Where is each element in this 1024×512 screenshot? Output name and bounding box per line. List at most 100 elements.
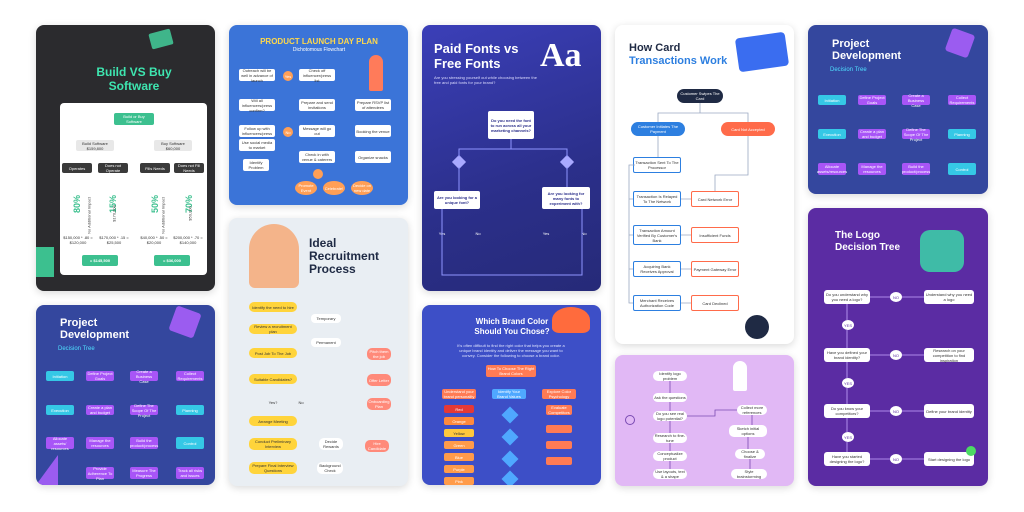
question-node: Do you know your competitors? [824, 404, 870, 418]
flow-node: Use layouts, text & a shape [653, 469, 687, 479]
no-label: No [581, 231, 587, 236]
total-badge: = $36,000 [154, 255, 190, 266]
template-card-paid-vs-free-fonts[interactable]: Paid Fonts vs Free Fonts Aa Are you stre… [422, 25, 601, 291]
flow-node: Organize snacks [355, 151, 391, 163]
step-node: Transaction Is Relayed To The Network [633, 191, 681, 207]
flow-node: Execution [818, 129, 846, 139]
flow-node: Define Project Goals [86, 371, 114, 381]
card-title: Should You Chose? [474, 327, 550, 336]
template-card-card-transactions[interactable]: How Card Transactions Work Customer Swip… [615, 25, 794, 344]
connector-lines [669, 381, 753, 469]
flow-node: Initiation [818, 95, 846, 105]
flow-node: Post Job To The Job [249, 348, 297, 358]
template-card-logo-decision-tree[interactable]: The Logo Decision Tree Do you understand… [808, 208, 988, 486]
step-node: Payment Gateway Error [691, 261, 739, 277]
step-node: Insufficient Funds [691, 227, 739, 243]
flow-node: Control [176, 437, 204, 449]
flow-node: Ask the questions [653, 393, 687, 402]
flow-node: Check in with venue & caterers [299, 151, 335, 163]
decision-diamond [501, 406, 519, 424]
root-node: Customer Swipes The Card [677, 89, 723, 103]
flow-node: Booking the venue [355, 125, 391, 137]
person-illustration [249, 224, 299, 288]
flow-node [546, 425, 572, 433]
flow-node: Allocate assets/ resources [46, 436, 74, 451]
flow-node: Understand your brand personality [442, 389, 476, 399]
flow-node: Create a plan and budget [86, 405, 114, 415]
template-card-product-launch[interactable]: PRODUCT LAUNCH DAY PLAN Dichotomous Flow… [229, 25, 408, 205]
flow-node: Collect Requirements [176, 371, 204, 381]
leaf-node: Does not Fill Needs [174, 163, 204, 173]
total-badge: = $145,500 [82, 255, 118, 266]
card-title: Development [832, 50, 902, 62]
branch-node: Card Not Accepted [721, 122, 775, 136]
flow-node: Conceptualize product [653, 451, 687, 461]
flow-node: Outreach will be well in advance of laun… [239, 68, 275, 83]
flow-node: Create a Business Case [130, 369, 158, 384]
flow-node: Permanent [311, 338, 341, 347]
decision-label: Yes? [268, 400, 278, 405]
flow-node: Initiation [46, 371, 74, 381]
flow-node: Build the product/process [901, 163, 931, 175]
color-node-green: Green [444, 441, 474, 449]
flow-node: Choose & finalize [735, 449, 765, 459]
flow-node: Decide on new date [351, 181, 373, 195]
flow-node: Celebrate! [323, 181, 345, 195]
card-title: Process [309, 262, 356, 276]
equation: $40,000 * .50 = $20,000 [140, 235, 168, 245]
no-badge: NO [890, 350, 902, 360]
answer-node: Define your brand identity [924, 404, 974, 418]
buy-node: Buy Software $60,000 [154, 140, 192, 151]
template-card-recruitment[interactable]: Ideal Recruitment Process Identify the n… [229, 218, 408, 486]
template-card-build-vs-buy[interactable]: Build VS Buy Software Build or Buy Softw… [36, 25, 215, 291]
leaf-node: Operates [62, 163, 92, 173]
flow-node: Define The Scope Of The Project [902, 126, 930, 142]
yes-label: Yes [438, 231, 446, 236]
color-node-blue: Blue [444, 453, 474, 461]
aa-glyph: Aa [540, 37, 582, 74]
step-node: Acquiring Bank Receives Approval [633, 261, 681, 277]
flow-node: Onboarding Plan [367, 398, 391, 410]
yes-badge: YES [842, 432, 854, 442]
decision-diamond [559, 154, 575, 170]
decision-diamond [501, 450, 519, 468]
flow-node: Pitch them the job [367, 348, 391, 360]
template-card-project-development-2[interactable]: Project Development Decision Tree Initia… [36, 305, 215, 485]
answer-node: Understand why you need a logo [924, 290, 974, 304]
card-title: Project [60, 317, 98, 329]
cube-icon [944, 27, 976, 59]
template-card-logo-steps[interactable]: Identify logo problem Ask the questions … [615, 355, 794, 486]
build-node: Build Software $159,800 [76, 140, 114, 151]
flow-node: Suitable Candidates? [249, 374, 297, 384]
probability: 80% [72, 194, 83, 214]
question-node: Do you understand why you need a logo? [824, 290, 870, 304]
intro-text: It's often difficult to find the right c… [457, 343, 565, 358]
card-title: Ideal [309, 236, 337, 250]
yes-badge: YES [842, 378, 854, 388]
template-card-brand-color[interactable]: Which Brand Color Should You Chose? It's… [422, 305, 601, 485]
flow-node: Sketch initial options [729, 425, 767, 437]
flow-node: Collect more references [737, 405, 767, 415]
equation: $150,000 * .80 = $120,000 [63, 235, 93, 245]
flow-node: Create a plan and budget [858, 129, 886, 139]
flow-node: Prepare Final Interview Questions [249, 462, 297, 474]
flow-node: Identify logo problem [653, 371, 687, 381]
flow-node: Do you see real logo potential? [653, 411, 687, 421]
rocket-icon [369, 55, 383, 91]
card-subtitle: Decision Tree [58, 346, 95, 352]
rocket-icon [733, 361, 747, 391]
flow-node: Conduct Preliminary Interview [249, 438, 297, 450]
flow-node: Evaluate Competitors [546, 405, 572, 415]
flow-node: Use social media to market [239, 139, 275, 151]
question-node: Have you defined your brand identity? [824, 348, 870, 362]
template-card-project-development-1[interactable]: Project Development Decision Tree Initia… [808, 25, 988, 194]
card-title: PRODUCT LAUNCH DAY PLAN [260, 37, 378, 46]
question-node: Are you looking for many fonts to experi… [542, 187, 590, 209]
flow-node: Planning [176, 405, 204, 415]
root-node: Build or Buy Software [114, 113, 154, 125]
flowchart-panel: Build or Buy Software Build Software $15… [60, 103, 207, 275]
flow-node: Research to fine-tune [653, 433, 687, 443]
flow-node: Track all risks and issues [176, 467, 204, 479]
root-node: How To Choose The Right Brand Colors [486, 365, 536, 377]
